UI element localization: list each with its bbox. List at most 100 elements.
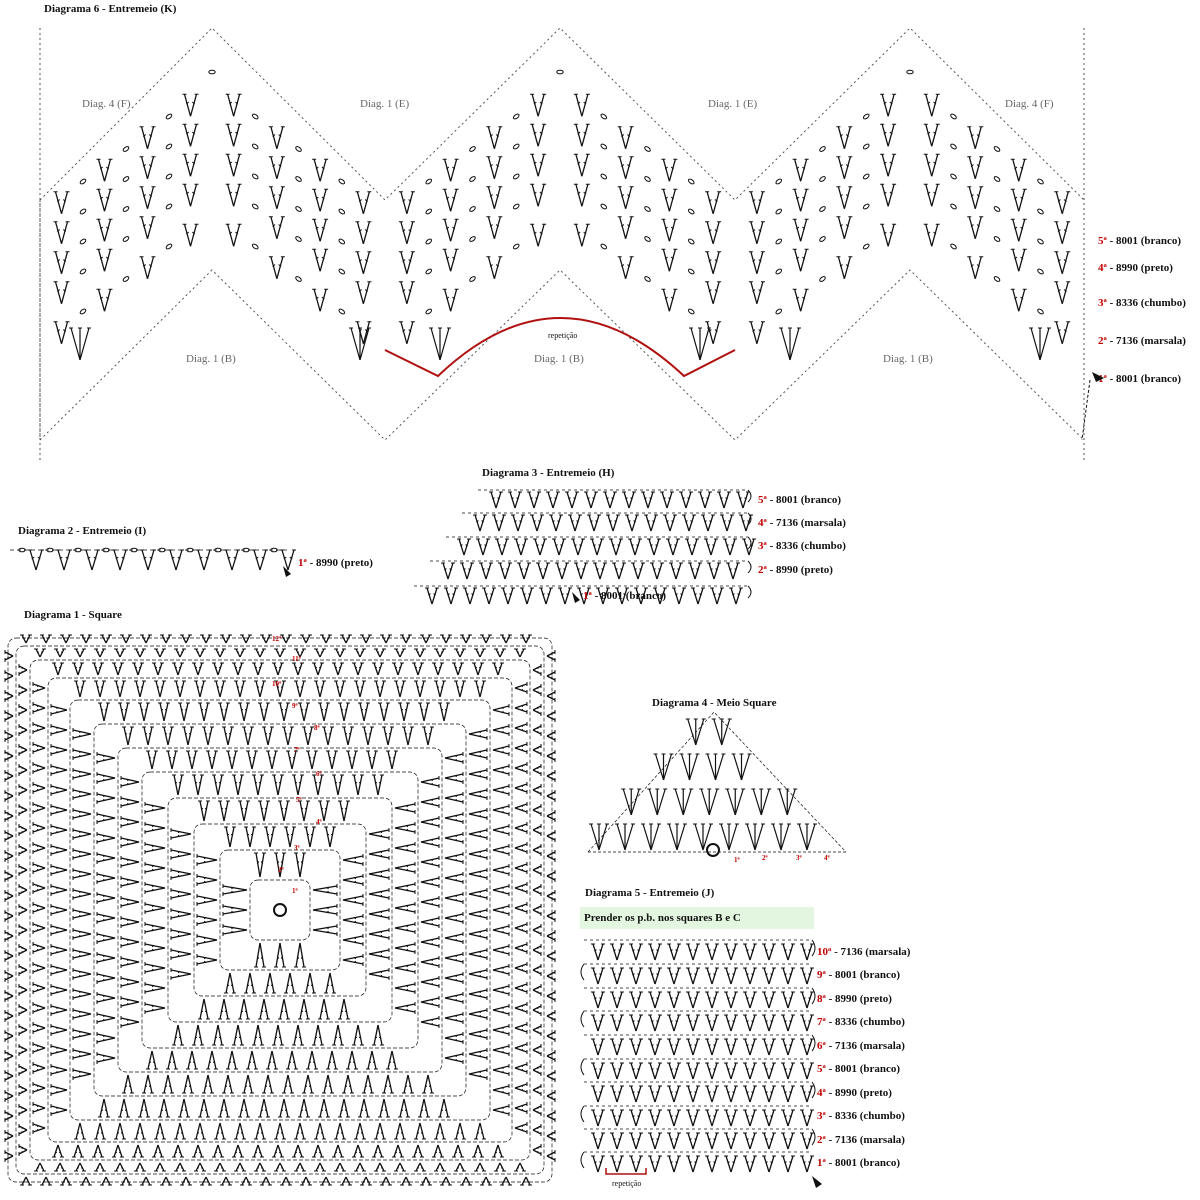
stitch-v xyxy=(218,1099,230,1117)
stitch-v xyxy=(226,184,242,206)
stitch-v xyxy=(515,842,527,854)
stitch-v xyxy=(73,848,91,860)
stitch-v xyxy=(218,801,230,821)
stitch-v xyxy=(492,515,506,531)
stitch-v xyxy=(533,764,541,776)
stitch-v xyxy=(395,902,415,914)
stitch-v xyxy=(667,1110,681,1126)
stitch-v xyxy=(254,853,266,877)
stitch-v xyxy=(172,1025,184,1045)
stitch-v xyxy=(121,956,139,968)
stitch-v xyxy=(793,219,809,241)
stitch-v xyxy=(463,588,477,604)
stitch-v xyxy=(469,908,487,920)
stitch-v xyxy=(52,663,64,675)
stitch-v xyxy=(501,588,515,604)
stitch-v xyxy=(394,1123,406,1139)
stitch-v xyxy=(171,908,191,920)
stitch-v xyxy=(1011,159,1027,181)
chain-stitch xyxy=(252,173,259,180)
stitch-v xyxy=(515,1002,527,1014)
stitch-v xyxy=(515,942,527,954)
stitch-v xyxy=(667,1156,681,1172)
stitch-v xyxy=(73,1048,91,1060)
stitch-v xyxy=(92,1145,104,1157)
stitch-v xyxy=(84,550,100,570)
stitch-v xyxy=(493,1104,509,1116)
stitch-v xyxy=(421,856,439,868)
stitch-v xyxy=(493,804,509,816)
stitch-v xyxy=(705,1086,719,1102)
chain-stitch xyxy=(775,308,782,315)
stitch-v xyxy=(800,1015,814,1031)
stitch-v xyxy=(533,1024,541,1036)
stitch-v xyxy=(440,1177,452,1185)
stitch-v xyxy=(5,750,13,762)
stitch-v xyxy=(197,914,217,926)
stitch-v xyxy=(533,844,541,856)
stitch-v xyxy=(489,492,503,508)
stitch-v xyxy=(33,702,45,714)
stitch-v xyxy=(166,751,178,769)
stitch-v xyxy=(171,928,191,940)
stitch-v xyxy=(743,1110,757,1126)
stitch-v xyxy=(121,876,139,888)
stitch-v xyxy=(5,670,13,682)
stitch-v xyxy=(73,788,91,800)
chain-stitch xyxy=(469,236,476,243)
stitch-v xyxy=(5,1010,13,1022)
stitch-v xyxy=(469,1008,487,1020)
stitch-v xyxy=(97,932,115,944)
stitch-v xyxy=(51,724,67,736)
stitch-v xyxy=(98,703,110,721)
stitch-v xyxy=(399,252,415,274)
stitch-v xyxy=(434,1123,446,1139)
chain-stitch xyxy=(513,203,520,210)
chain-stitch xyxy=(819,146,826,153)
stitch-v xyxy=(252,663,264,675)
chain-stitch xyxy=(819,176,826,183)
chain-stitch xyxy=(775,208,782,215)
stitch-v xyxy=(610,944,624,960)
stitch-v xyxy=(194,1123,206,1139)
stitch-v xyxy=(378,703,390,721)
stitch-v xyxy=(749,222,765,244)
stitch-v xyxy=(223,904,247,916)
stitch-v xyxy=(5,830,13,842)
stitch-v xyxy=(500,1177,512,1185)
stitch-v xyxy=(547,910,555,922)
chain-stitch xyxy=(950,173,957,180)
row-label: 6ª - 7136 (marsala) xyxy=(817,1040,905,1052)
row-label: 2ª xyxy=(762,854,769,862)
stitch-v xyxy=(724,1015,738,1031)
stitch-v xyxy=(474,649,486,657)
stitch-v xyxy=(547,770,555,782)
stitch-v xyxy=(762,1156,776,1172)
stitch-v xyxy=(73,868,91,880)
stitch-v xyxy=(292,775,304,795)
stitch-v xyxy=(355,222,371,244)
stitch-v xyxy=(392,1145,404,1157)
stitch-v xyxy=(120,635,132,643)
stitch-v xyxy=(186,1051,198,1069)
stitch-v xyxy=(547,1130,555,1142)
stitch-v xyxy=(669,563,683,579)
stitch-v xyxy=(618,217,634,239)
stitch-v xyxy=(967,257,983,279)
stitch-v xyxy=(493,1084,509,1096)
stitch-v xyxy=(19,744,27,756)
stitch-v xyxy=(743,1015,757,1031)
chain-stitch xyxy=(425,238,432,245)
stitch-v xyxy=(650,563,664,579)
stitch-v xyxy=(762,1015,776,1031)
stitch-v xyxy=(511,515,525,531)
stitch-v xyxy=(34,649,46,657)
stitch-v xyxy=(445,792,463,804)
chain-stitch xyxy=(425,178,432,185)
stitch-v xyxy=(610,1015,624,1031)
stitch-v xyxy=(362,1075,374,1093)
stitch-v xyxy=(162,1075,174,1093)
stitch-v xyxy=(610,968,624,984)
stitch-v xyxy=(312,1025,324,1045)
row-label: 3ª - 8336 (chumbo) xyxy=(1098,297,1186,309)
